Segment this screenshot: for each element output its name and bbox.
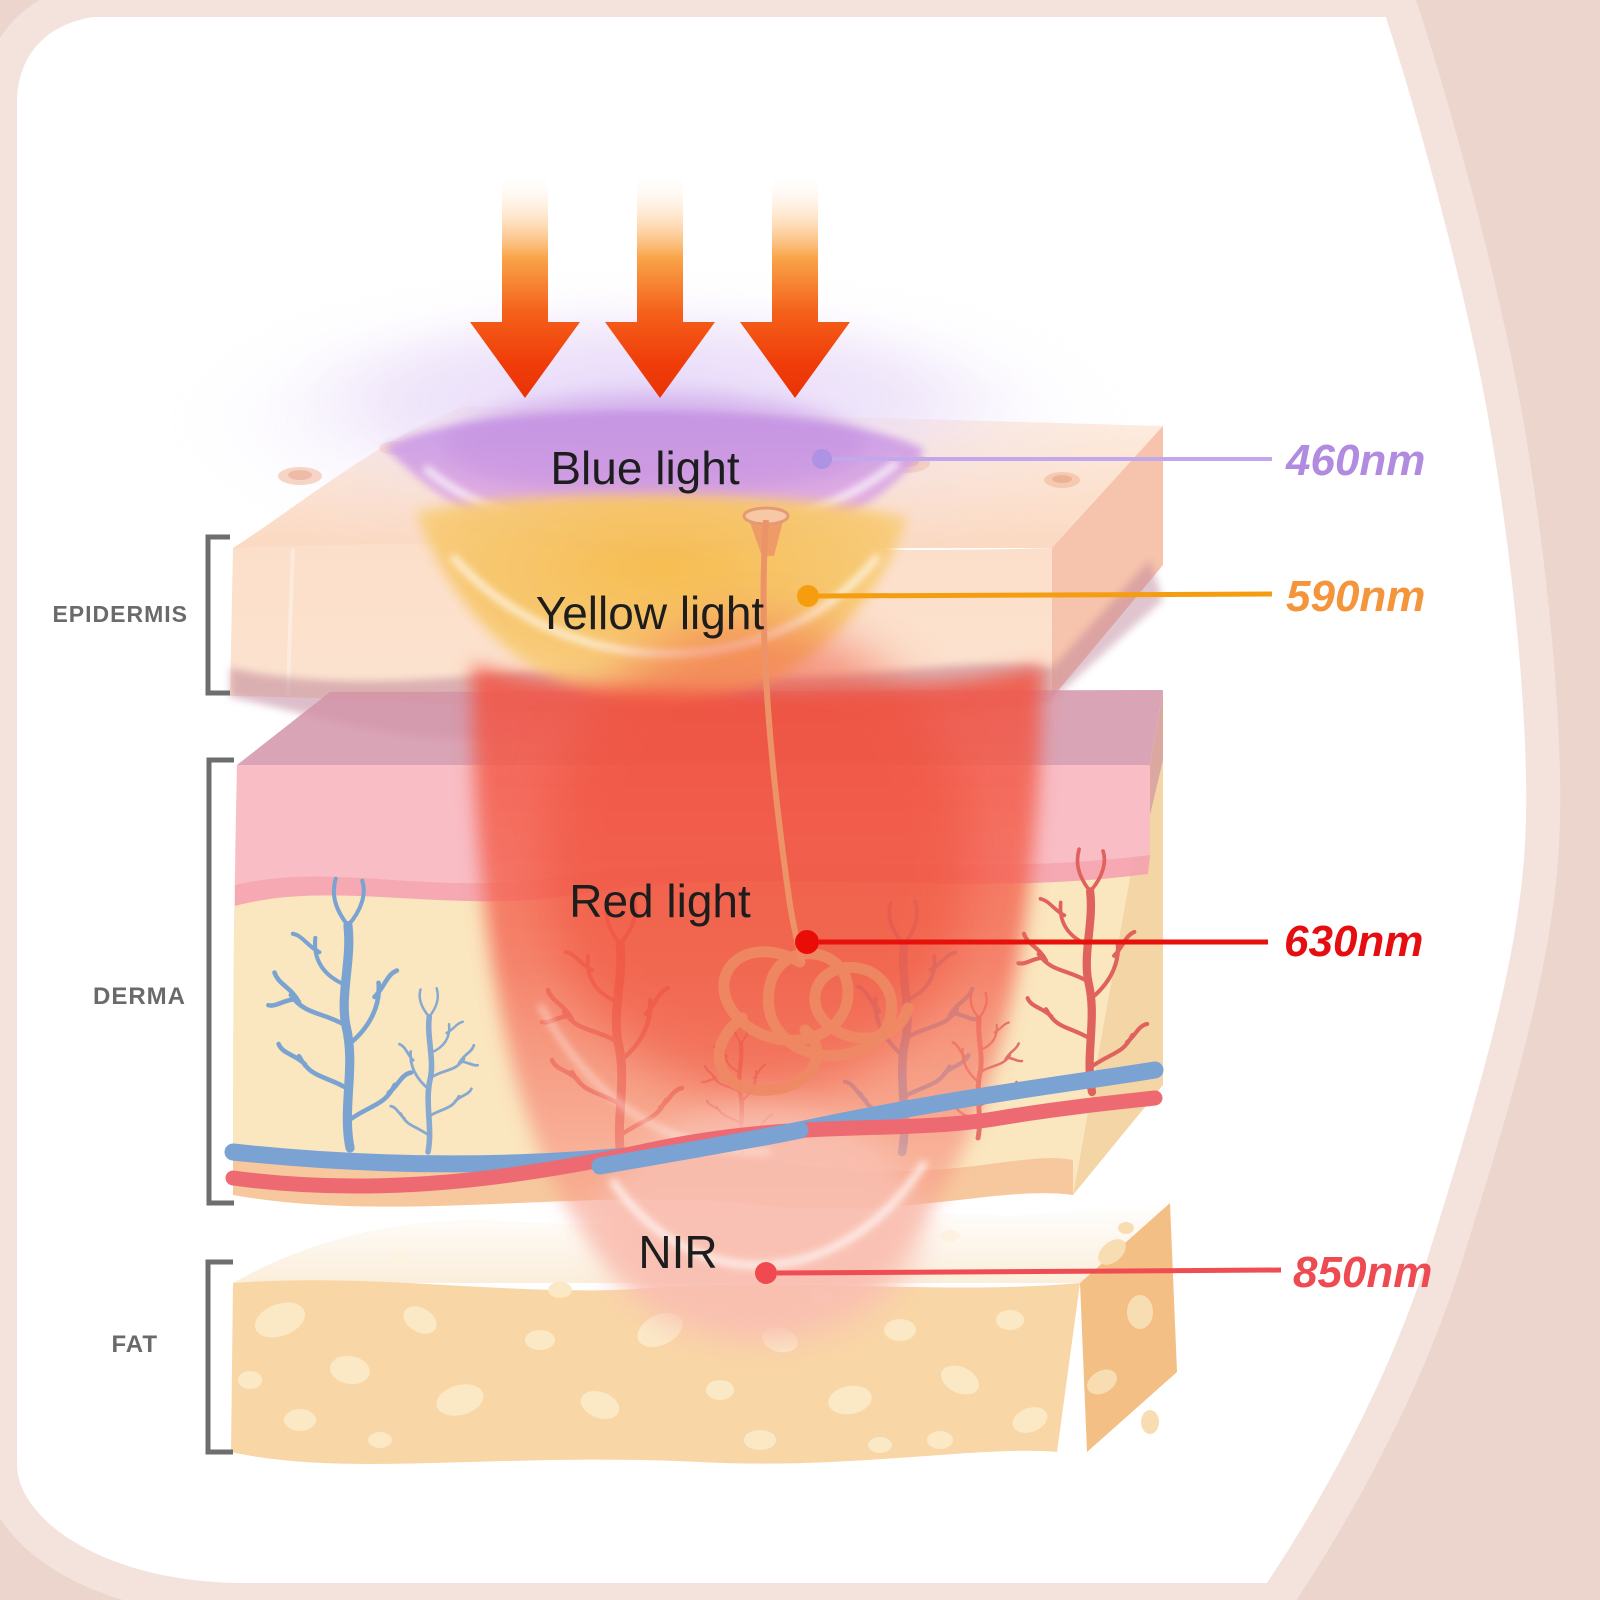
leader-dot-blue	[812, 449, 832, 469]
wavelength-label-nir: 850nm	[1293, 1248, 1432, 1297]
fat-cell-blobs	[238, 1222, 1159, 1453]
leader-dot-yellow	[797, 585, 819, 607]
wavelength-label-yellow: 590nm	[1286, 572, 1425, 621]
wavelength-label-blue: 460nm	[1285, 436, 1425, 485]
light-label-yellow: Yellow light	[536, 587, 765, 639]
down-arrow-icon	[605, 172, 715, 398]
epidermis-bracket	[205, 534, 230, 696]
light-label-red: Red light	[569, 875, 751, 927]
wavelength-label-red: 630nm	[1284, 917, 1423, 966]
annotation-blue: 460nm	[812, 436, 1425, 485]
annotation-red: 630nm	[795, 917, 1423, 966]
layer-label-fat: FAT	[111, 1331, 158, 1358]
down-arrow-icon	[470, 172, 580, 398]
sweat-gland-coil-icon	[713, 946, 914, 1096]
blue-light-glow	[170, 290, 1130, 556]
light-label-nir: NIR	[638, 1226, 717, 1278]
fat-bracket	[205, 1259, 233, 1455]
blood-vessels	[224, 1061, 1164, 1194]
annotation-nir: 850nm	[755, 1248, 1432, 1297]
incoming-light-arrows	[470, 172, 850, 398]
light-label-blue: Blue light	[550, 442, 739, 494]
annotation-yellow: 590nm	[797, 572, 1425, 621]
layer-brackets	[205, 534, 234, 1455]
layer-label-derma: DERMA	[93, 983, 186, 1010]
down-arrow-icon	[740, 172, 850, 398]
leader-dot-red	[795, 930, 819, 954]
layer-label-epidermis: EPIDERMIS	[52, 601, 188, 627]
derma-bracket	[206, 757, 234, 1206]
leader-dot-nir	[755, 1262, 777, 1284]
